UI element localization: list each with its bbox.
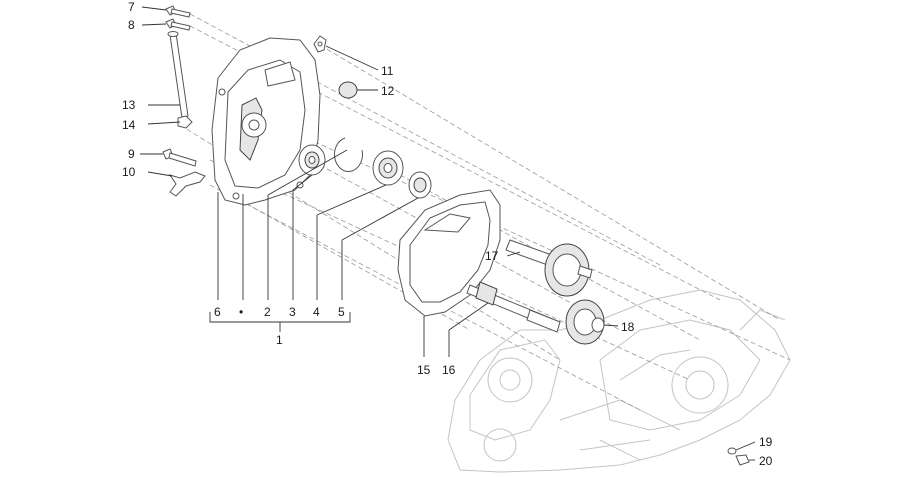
callout-7: 7 bbox=[128, 0, 135, 14]
oil-seal-5 bbox=[408, 171, 432, 199]
transmission-cover bbox=[211, 37, 321, 206]
gear-18 bbox=[565, 299, 605, 345]
washer-19 bbox=[727, 447, 737, 455]
callout-5: 5 bbox=[338, 305, 345, 319]
callout-labels: 7 8 11 12 13 14 9 10 17 18 6 • 2 3 4 5 1… bbox=[122, 0, 773, 468]
callout-13: 13 bbox=[122, 98, 136, 112]
driven-shaft-16 bbox=[466, 281, 561, 333]
callout-2: 2 bbox=[264, 305, 271, 319]
callout-11: 11 bbox=[381, 64, 394, 78]
callout-12: 12 bbox=[381, 84, 395, 98]
tube-13 bbox=[167, 31, 189, 119]
callout-18: 18 bbox=[621, 320, 635, 334]
callout-9: 9 bbox=[128, 147, 135, 161]
bearing-4 bbox=[372, 150, 404, 186]
washer-11 bbox=[313, 35, 327, 53]
leader-lines bbox=[140, 6, 756, 461]
bolt-9 bbox=[162, 148, 197, 167]
callout-3: 3 bbox=[289, 305, 296, 319]
plug-12 bbox=[338, 81, 358, 99]
callout-6: 6 bbox=[214, 305, 221, 319]
bracket-10 bbox=[168, 171, 206, 197]
callout-15: 15 bbox=[417, 363, 431, 377]
callout-16: 16 bbox=[442, 363, 456, 377]
callout-dot: • bbox=[239, 305, 243, 319]
clip-14 bbox=[177, 115, 193, 129]
callout-14: 14 bbox=[122, 118, 136, 132]
circlip-2 bbox=[334, 137, 363, 172]
callout-10: 10 bbox=[122, 165, 136, 179]
callout-17: 17 bbox=[485, 249, 499, 263]
callout-19: 19 bbox=[759, 435, 773, 449]
bearing-3 bbox=[298, 144, 326, 176]
callout-4: 4 bbox=[313, 305, 320, 319]
screw-8 bbox=[165, 18, 191, 31]
callout-20: 20 bbox=[759, 454, 773, 468]
drain-plug-20 bbox=[735, 454, 750, 466]
gear-shaft-17 bbox=[505, 239, 593, 297]
engine-casing-background bbox=[447, 289, 791, 473]
screw-7 bbox=[165, 5, 191, 18]
callout-1: 1 bbox=[276, 333, 283, 347]
callout-8: 8 bbox=[128, 18, 135, 32]
gasket-15 bbox=[397, 189, 501, 317]
